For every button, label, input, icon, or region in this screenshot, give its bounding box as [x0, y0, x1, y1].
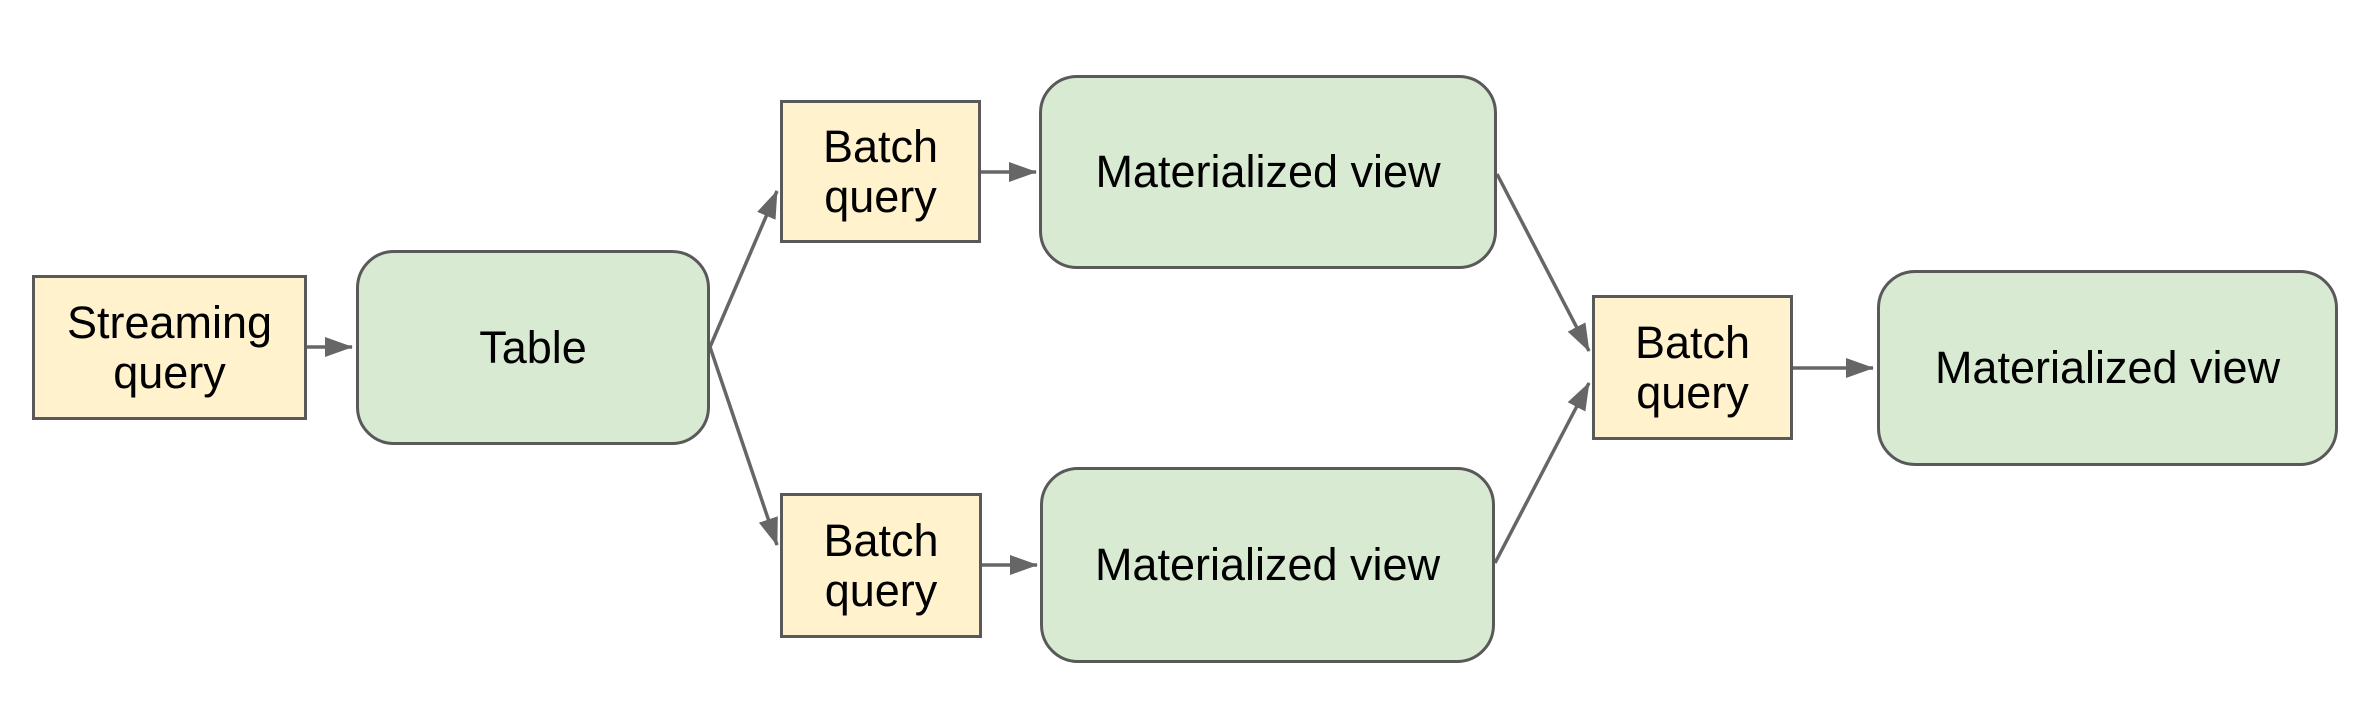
- arrow-materialized-view-top-to-batch-query-right: [1495, 173, 1591, 352]
- node-batch-query-bottom-label-line1: Batch: [823, 515, 939, 566]
- node-materialized-view-top-label: Materialized view: [1095, 146, 1441, 198]
- node-batch-query-bottom: Batch query: [780, 493, 982, 638]
- node-table-label: Table: [479, 321, 587, 373]
- node-batch-query-bottom-label-line2: query: [824, 564, 938, 616]
- node-materialized-view-bottom: Materialized view: [1040, 467, 1495, 663]
- node-batch-query-top: Batch query: [780, 100, 981, 243]
- node-batch-query-top-label-line2: query: [824, 170, 937, 222]
- arrow-table-to-batch-query-top: [708, 190, 779, 348]
- node-batch-query-right-label-line1: Batch: [1634, 317, 1751, 368]
- node-table: Table: [356, 250, 710, 445]
- node-materialized-view-right: Materialized view: [1877, 270, 2338, 466]
- node-batch-query-right-label-line2: query: [1636, 366, 1749, 418]
- arrow-table-to-batch-query-bottom: [708, 346, 779, 546]
- node-materialized-view-right-label: Materialized view: [1934, 342, 2281, 394]
- node-materialized-view-bottom-label: Materialized view: [1094, 539, 1441, 591]
- arrow-materialized-view-bottom-to-batch-query-right: [1493, 382, 1591, 564]
- node-streaming-query: Streaming query: [32, 275, 307, 420]
- node-batch-query-right: Batch query: [1592, 295, 1793, 440]
- node-materialized-view-top: Materialized view: [1039, 75, 1497, 269]
- node-batch-query-top-label-line1: Batch: [822, 121, 939, 172]
- node-streaming-query-label-line1: Streaming: [66, 297, 273, 348]
- node-streaming-query-label-line2: query: [113, 346, 226, 398]
